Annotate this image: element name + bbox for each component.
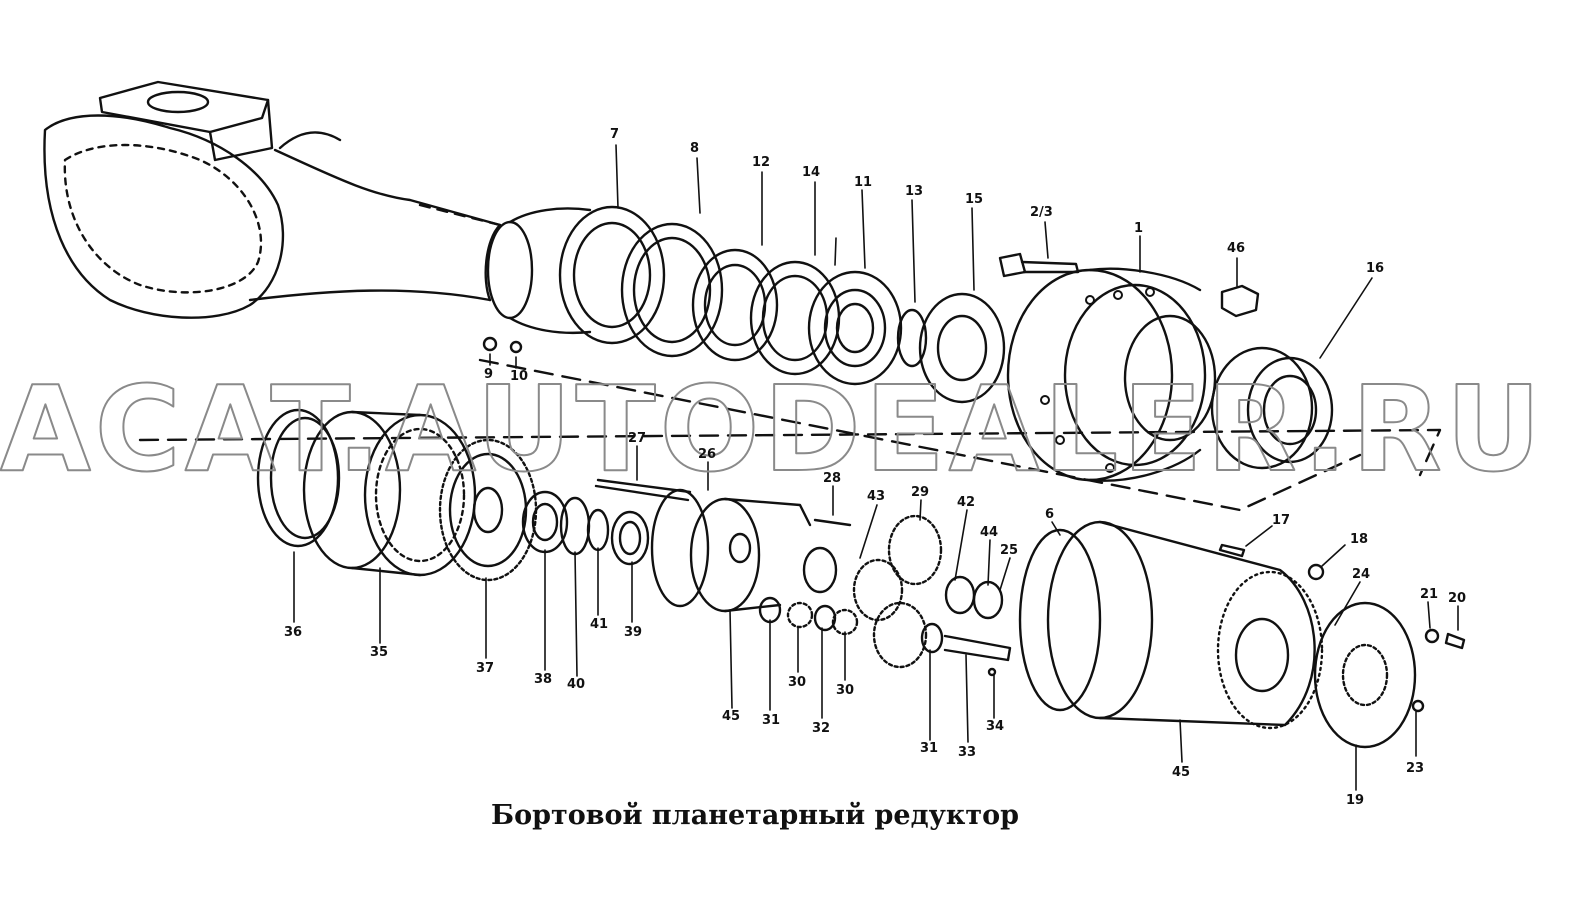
part-46-nut [1220,284,1260,318]
callout-label: 20 [1448,591,1466,606]
callout-label: 44 [980,525,998,540]
part-13-ring [896,308,928,368]
callout-label: 27 [628,431,646,446]
callout-label: 32 [812,721,830,736]
part-7-ring [558,205,666,345]
callout-label: 17 [1272,513,1290,528]
diagram-caption: Бортовой планетарный редуктор [491,800,1019,831]
callout-label: 45 [722,709,740,724]
callout-label: 40 [567,677,585,692]
part-40-ring [559,496,591,556]
part-34-pin [987,667,997,677]
callout-label: 2/3 [1030,205,1053,220]
callout-label: 6 [1045,507,1054,522]
axle-housing [43,80,502,319]
callout-label: 26 [698,447,716,462]
callout-label: 43 [867,489,885,504]
part-15-bearing [918,292,1006,404]
part-1-wheel-hub [1006,267,1217,482]
callout-label: 38 [534,672,552,687]
part-33-shaft [943,634,1012,662]
callout-label: 9 [484,367,493,382]
callout-label: 28 [823,471,841,486]
callout-label: 1 [1134,221,1143,236]
part-39-bushing [610,510,650,566]
callout-label: 37 [476,661,494,676]
callout-label: 36 [284,625,302,640]
callout-label: 7 [610,127,619,142]
part-43-ring [802,546,838,594]
callout-label: 30 [788,675,806,690]
part-42-44-washers [944,575,1004,620]
callout-label: 21 [1420,587,1438,602]
part-17-18-bolts [1218,543,1325,581]
part-41-ring [586,508,610,552]
callout-label: 23 [1406,761,1424,776]
callout-label: 35 [370,645,388,660]
part-2-3-bolt [998,252,1080,278]
part-31-30-32-needle-bearings [758,596,944,654]
callout-label: 41 [590,617,608,632]
callout-label: 11 [854,175,872,190]
callout-label: 42 [957,495,975,510]
callout-label: 34 [986,719,1004,734]
callout-label: 31 [762,713,780,728]
callout-label: 33 [958,745,976,760]
part-11-bearing [807,270,903,386]
callout-label: 8 [690,141,699,156]
callout-label: 19 [1346,793,1364,808]
callout-label: 45 [1172,765,1190,780]
spindle-tube [486,207,592,335]
part-36-ring [256,408,341,548]
callout-label: 12 [752,155,770,170]
callout-label: 31 [920,741,938,756]
part-45-carrier [689,497,812,613]
part-21-20-23-bolts [1411,628,1466,713]
part-16-bearing [1210,346,1334,470]
callout-label: 14 [802,165,820,180]
part-26-ring [650,488,710,608]
callout-label: 46 [1227,241,1245,256]
callout-label: 24 [1352,567,1370,582]
watermark: ACAT.AUTODEALER.RU [0,360,1545,498]
part-8-ring [620,222,724,358]
callout-label: 18 [1350,532,1368,547]
callout-label: 13 [905,184,923,199]
part-6-drum [1018,520,1324,730]
part-35-ring-gear [302,410,477,577]
callout-label: 10 [510,369,528,384]
part-9-10-bolt [482,336,523,354]
callout-numbers: 7 8 12 14 11 13 15 2/3 1 46 16 9 10 27 2… [284,127,1466,808]
callout-label: 30 [836,683,854,698]
callout-label: 16 [1366,261,1384,276]
callout-label: 39 [624,625,642,640]
part-29-planet-gears [852,514,943,669]
part-19-cover [1313,601,1417,749]
callout-label: 15 [965,192,983,207]
part-28-pin [813,518,852,527]
callout-label: 25 [1000,543,1018,558]
callout-label: 29 [911,485,929,500]
